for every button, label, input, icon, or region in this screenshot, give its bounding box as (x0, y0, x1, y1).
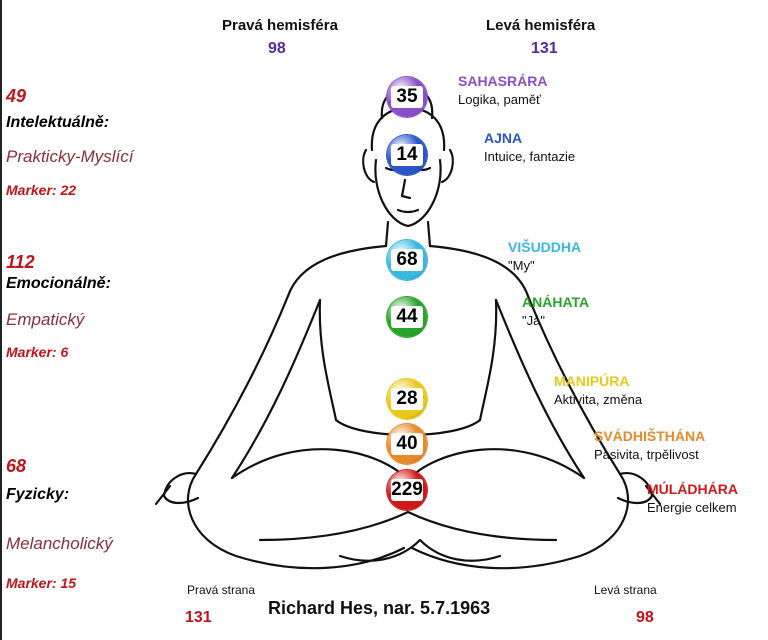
physical-type: Melancholický (6, 534, 113, 553)
svadhisthana-desc: Pasivita, trpělivost (594, 447, 699, 462)
muladhara-desc: Energie celkem (647, 500, 737, 515)
physical-number: 68 (6, 456, 27, 476)
left-hemisphere-label: Levá hemisféra (486, 17, 596, 34)
right-hemisphere-value: 98 (268, 40, 286, 57)
manipura-desc: Aktivita, změna (554, 392, 643, 407)
intellectual-marker: Marker: 22 (6, 182, 77, 198)
physical-label: Fyzicky: (6, 486, 70, 503)
sahasrara-orb: 35 (387, 77, 427, 117)
manipura-orb: 28 (387, 379, 427, 419)
emotional-label: Emocionálně: (6, 275, 111, 292)
left-hemisphere-value: 131 (531, 40, 558, 57)
svadhisthana-orb: 40 (387, 424, 427, 464)
emotional-type: Empatický (6, 310, 85, 329)
svadhisthana-name: SVÁDHIŠTHÁNA (594, 428, 706, 444)
muladhara-name: MÚLÁDHÁRA (647, 481, 738, 497)
intellectual-label: Intelektuálně: (6, 114, 110, 131)
person-name-birthdate: Richard Hes, nar. 5.7.1963 (268, 598, 491, 618)
anahata-orb: 44 (387, 297, 427, 337)
sahasrara-name: SAHASRÁRA (458, 73, 548, 89)
right-hemisphere-label: Pravá hemisféra (222, 17, 338, 34)
emotional-marker: Marker: 6 (6, 344, 69, 360)
ajna-name: AJNA (484, 130, 523, 146)
ajna-orb: 14 (387, 135, 427, 175)
physical-marker: Marker: 15 (6, 575, 77, 591)
visuddha-orb: 68 (387, 240, 427, 280)
right-side-value: 131 (185, 609, 212, 626)
left-side-label: Levá strana (594, 583, 657, 597)
right-side-label: Pravá strana (187, 583, 256, 597)
intellectual-number: 49 (6, 86, 27, 106)
intellectual-type: Prakticky-Myslící (6, 147, 134, 166)
manipura-name: MANIPÚRA (554, 373, 630, 389)
anahata-name: ANÁHATA (522, 294, 590, 310)
ajna-desc: Intuice, fantazie (484, 149, 576, 164)
left-side-value: 98 (636, 609, 654, 626)
muladhara-orb: 229 (387, 470, 427, 510)
anahata-desc: "Já" (522, 313, 545, 328)
emotional-number: 112 (6, 252, 35, 272)
visuddha-name: VIŠUDDHA (508, 239, 582, 255)
sahasrara-desc: Logika, paměť (458, 92, 541, 107)
visuddha-desc: "My" (508, 258, 535, 273)
left-border (0, 0, 2, 640)
